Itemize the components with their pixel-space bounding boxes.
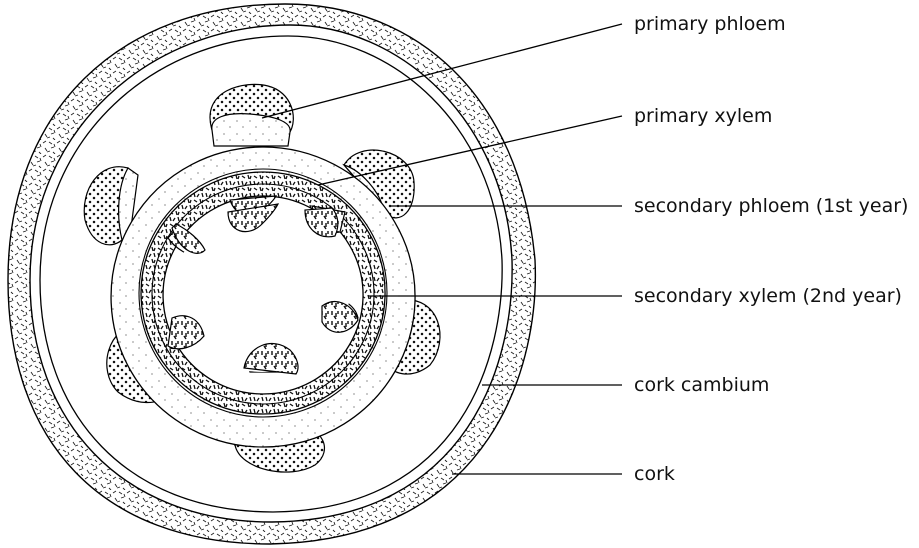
labels: primary phloem primary xylem secondary p… [634, 13, 908, 485]
label-cork: cork [634, 463, 675, 485]
label-secondary-xylem: secondary xylem (2nd year) [634, 285, 902, 307]
label-primary-phloem: primary phloem [634, 13, 786, 35]
label-primary-xylem: primary xylem [634, 105, 772, 127]
label-secondary-phloem: secondary phloem (1st year) [634, 195, 908, 217]
label-cork-cambium: cork cambium [634, 374, 769, 396]
